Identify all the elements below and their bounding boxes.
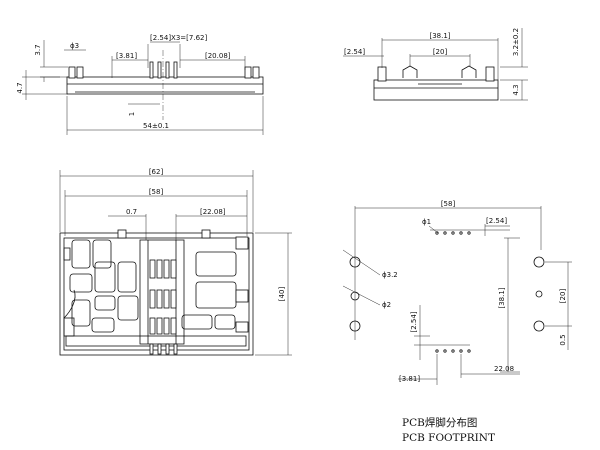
side-dim-4-7: 4.7 [16, 82, 24, 93]
side-dim-3-81: [3.81] [116, 52, 137, 60]
side-dim-pitch: [2.54]X3=[7.62] [150, 34, 207, 42]
end-dim-38-1: [38.1] [429, 32, 450, 40]
end-dim-20: [20] [433, 48, 448, 56]
fp-dim-38-1: [38.1] [498, 287, 506, 308]
fp-dim-2-54-top: [2.54] [486, 217, 507, 225]
fp-dim-0-5: 0.5 [559, 334, 567, 345]
pcb-footprint: [58] ϕ1 [2.54] ϕ3.2 ϕ2 [38.1] [20] [342, 200, 572, 444]
end-view: [38.1] [2.54] [20] 3.2±0.2 4.3 [343, 28, 528, 101]
side-dim-3-7: 3.7 [34, 44, 42, 55]
fp-dim-2-54-left: [2.54] [410, 311, 418, 332]
fp-dim-22-08: 22.08 [494, 365, 514, 373]
end-dim-3-2: 3.2±0.2 [512, 28, 520, 56]
side-dim-20-08: [20.08] [205, 52, 231, 60]
side-dim-phi3: ϕ3 [70, 42, 79, 50]
footprint-caption-cn: PCB焊脚分布图 [402, 416, 477, 429]
top-dim-40: [40] [278, 287, 286, 302]
top-dim-0-7: 0.7 [126, 208, 137, 216]
end-dim-4-3: 4.3 [512, 84, 520, 95]
fp-dim-58: [58] [441, 200, 456, 208]
top-view: [62] [58] 0.7 [22.08] [40] [59, 168, 292, 356]
fp-dim-3-81: [3.81] [399, 375, 420, 383]
fp-dim-20: [20] [559, 289, 567, 304]
side-view: 3.7 ϕ3 [2.54]X3=[7.62] [3.81] [20.08] 4.… [16, 34, 264, 135]
fp-dim-phi1: ϕ1 [422, 218, 431, 226]
footprint-caption-en: PCB FOOTPRINT [402, 432, 495, 444]
side-dim-54: 54±0.1 [143, 122, 169, 130]
top-dim-22-08: [22.08] [200, 208, 226, 216]
top-dim-58: [58] [149, 188, 164, 196]
top-dim-62: [62] [149, 168, 164, 176]
fp-dim-phi2: ϕ2 [382, 301, 391, 309]
end-dim-2-54: [2.54] [344, 48, 365, 56]
side-dim-1: 1 [128, 112, 136, 116]
fp-dim-phi3-2: ϕ3.2 [382, 271, 398, 279]
